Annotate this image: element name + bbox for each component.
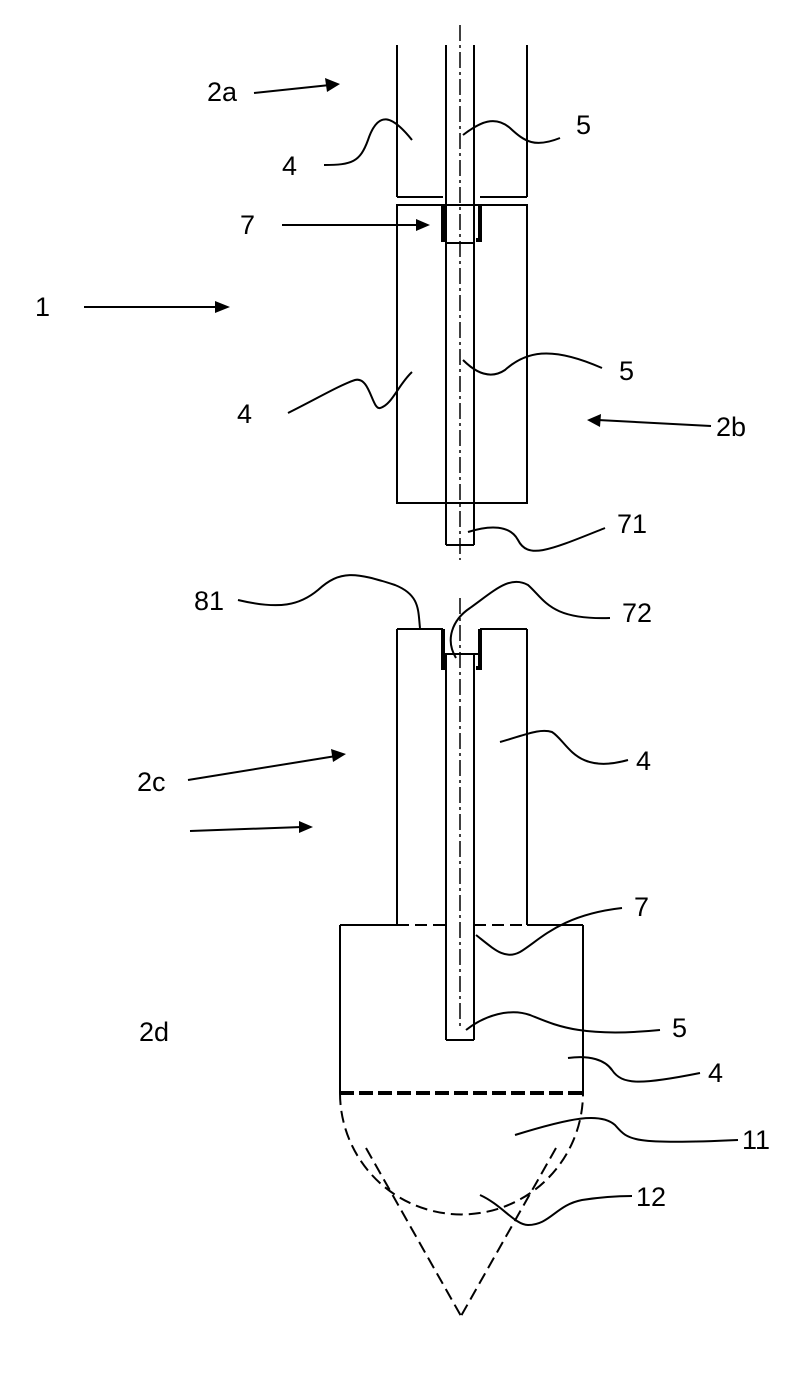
label-4-segment-a: 4	[282, 151, 297, 181]
label-71: 71	[617, 509, 647, 539]
segment-2b	[396, 204, 528, 546]
arrows	[84, 78, 712, 833]
label-5-segment-d: 5	[672, 1013, 687, 1043]
label-72: 72	[622, 598, 652, 628]
leader-lines	[237, 118, 739, 1227]
segment-2d	[339, 855, 584, 1317]
label-1: 1	[35, 292, 50, 322]
label-4-segment-c: 4	[636, 746, 651, 776]
label-5-segment-b: 5	[619, 356, 634, 386]
label-2b: 2b	[716, 412, 746, 442]
label-4-segment-d: 4	[708, 1058, 723, 1088]
label-7-bottom: 7	[634, 892, 649, 922]
label-5-segment-a: 5	[576, 110, 591, 140]
label-2d: 2d	[139, 1017, 169, 1047]
label-11: 11	[742, 1125, 770, 1155]
label-7-top: 7	[240, 210, 255, 240]
label-2a: 2a	[207, 77, 238, 107]
segment-2a	[396, 45, 528, 244]
segment-2c	[396, 628, 528, 1041]
label-2c: 2c	[137, 767, 166, 797]
label-4-segment-b: 4	[237, 399, 252, 429]
reference-labels: 2a 4 5 7 1 5 4 2b 71 81 72 4 2c 7 5 2d 4…	[35, 77, 770, 1212]
label-81: 81	[194, 586, 224, 616]
label-12: 12	[636, 1182, 666, 1212]
